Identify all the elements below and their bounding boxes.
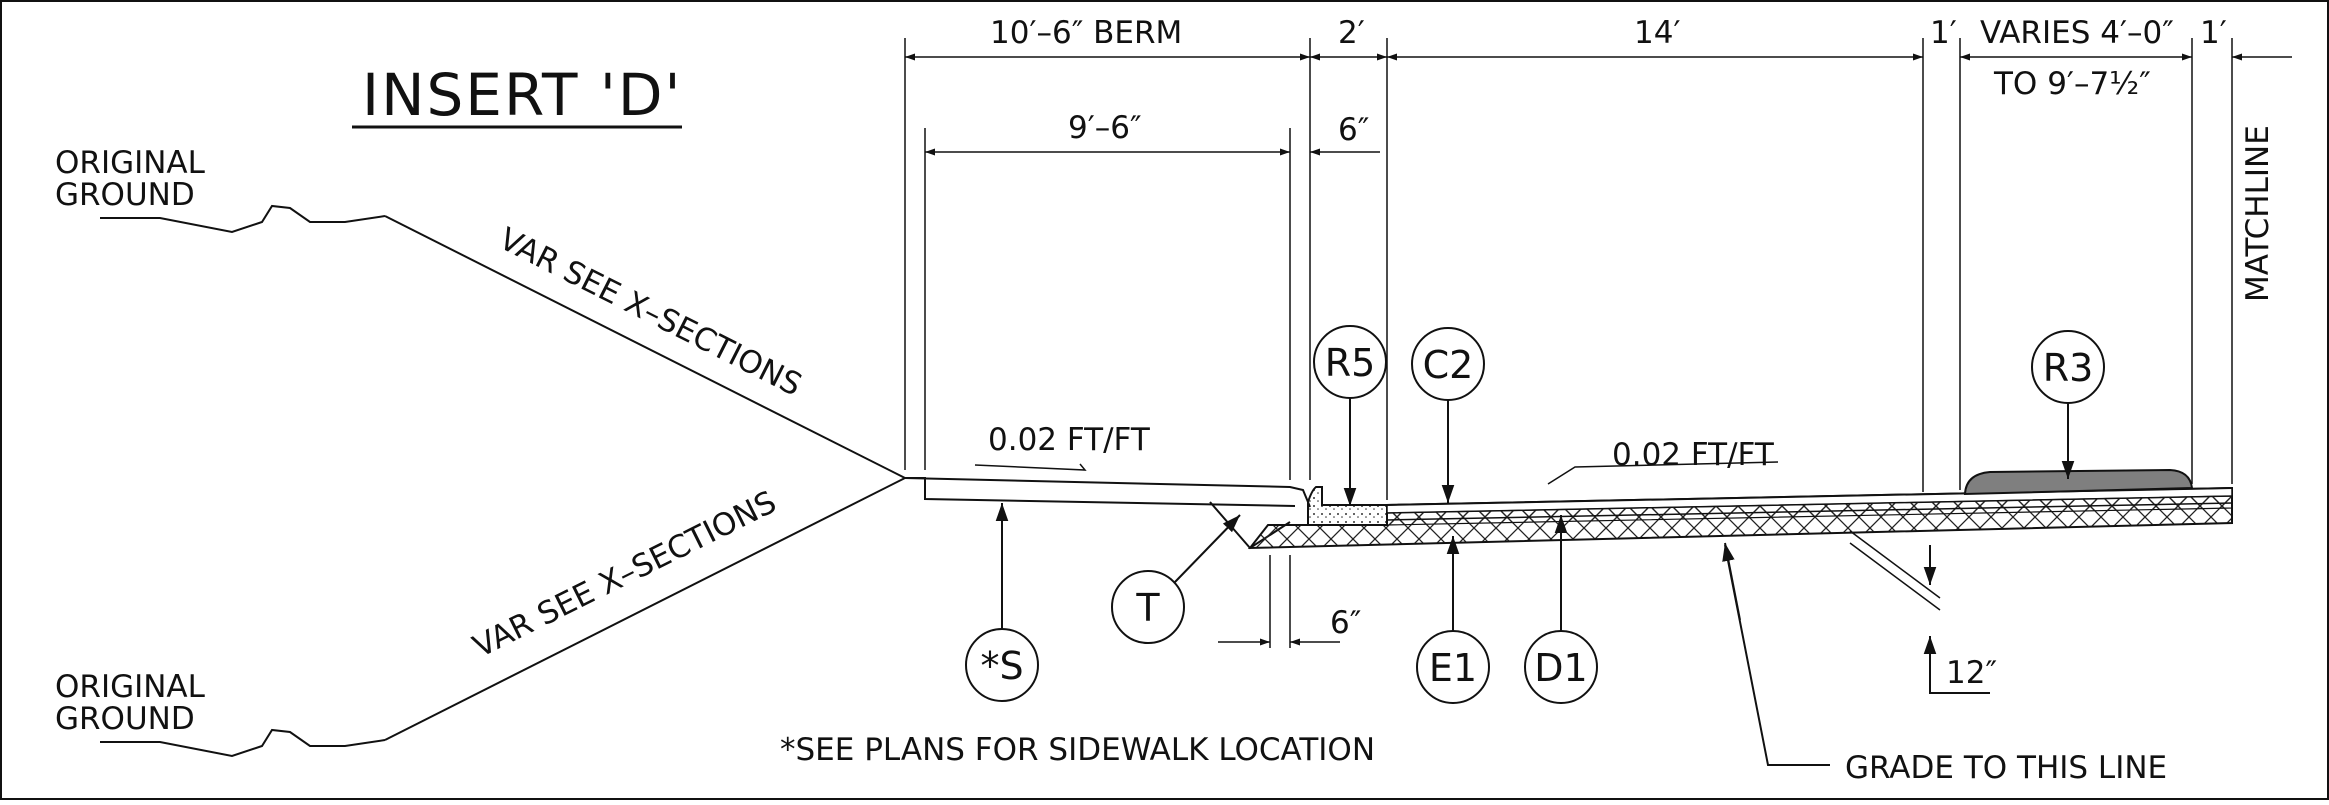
depth-guide-line-1	[1849, 530, 1941, 599]
callout-d1-label: D1	[1534, 646, 1587, 690]
layer-line	[1386, 502, 2233, 521]
original-ground-line-bottom	[100, 728, 386, 758]
callout-t-label: T	[1135, 586, 1160, 630]
cut-slope-line	[384, 215, 906, 479]
original-ground-top-line1: ORIGINAL	[55, 145, 206, 181]
callout-t: T	[1111, 514, 1241, 644]
dim-1ft-b-label: 1′	[2200, 15, 2227, 51]
callout-c2-label: C2	[1423, 343, 1474, 387]
slope-arrow-right	[1547, 461, 1779, 485]
dim-berm-label: 10′–6″ BERM	[990, 15, 1182, 51]
fill-slope-line	[384, 477, 906, 741]
dim-14ft-label: 14′	[1634, 15, 1681, 51]
r3-shoulder-feature	[1963, 468, 2194, 496]
original-ground-bottom-line1: ORIGINAL	[55, 669, 206, 705]
callout-e1-label: E1	[1429, 646, 1477, 690]
insert-title: INSERT 'D'	[362, 61, 682, 129]
original-ground-bottom-line2: GROUND	[55, 701, 195, 737]
original-ground-line-top	[100, 204, 386, 234]
dim-varies-label-1: VARIES 4′–0″	[1980, 15, 2174, 51]
matchline-label: MATCHLINE	[2240, 125, 2276, 302]
binder-course	[1386, 495, 2233, 526]
dim-2ft-label: 2′	[1338, 15, 1365, 51]
curb-gutter	[1307, 486, 1388, 526]
slope-label-left: 0.02 FT/FT	[988, 422, 1151, 458]
callout-e1: E1	[1416, 536, 1490, 704]
slope-label-right: 0.02 FT/FT	[1612, 437, 1775, 473]
callout-s: *S	[965, 503, 1039, 702]
grade-leader-arrow	[1722, 542, 1741, 621]
slope-note-lower: VAR SEE X–SECTIONS	[468, 484, 783, 665]
dim-1ft-a-label: 1′	[1930, 15, 1957, 51]
note-grade-to-line: GRADE TO THIS LINE	[1845, 750, 2167, 786]
dim-6in-bottom-label: 6″	[1330, 605, 1361, 641]
dim-varies-label-2: TO 9′–7½″	[1993, 66, 2151, 102]
callout-s-label: *S	[980, 644, 1023, 688]
note-sidewalk-location: *SEE PLANS FOR SIDEWALK LOCATION	[780, 732, 1375, 768]
dim-12in-label: 12″	[1946, 655, 1997, 691]
callout-d1: D1	[1524, 515, 1598, 704]
slope-arrow-left	[974, 463, 1087, 471]
callout-r5: R5	[1313, 325, 1387, 506]
dim-6in-top-label: 6″	[1338, 112, 1369, 148]
sidewalk-slab	[905, 477, 1296, 507]
dim-9ft6-label: 9′–6″	[1068, 110, 1142, 146]
original-ground-top-line2: GROUND	[55, 177, 195, 213]
callout-r3-label: R3	[2043, 346, 2094, 390]
callout-r3: R3	[2031, 330, 2105, 479]
callout-r5-label: R5	[1325, 341, 1376, 385]
depth-guide-line-2	[1849, 542, 1941, 611]
callout-c2: C2	[1411, 327, 1485, 503]
grade-leader-line	[1724, 544, 1830, 766]
slope-note-upper: VAR SEE X–SECTIONS	[493, 221, 807, 404]
